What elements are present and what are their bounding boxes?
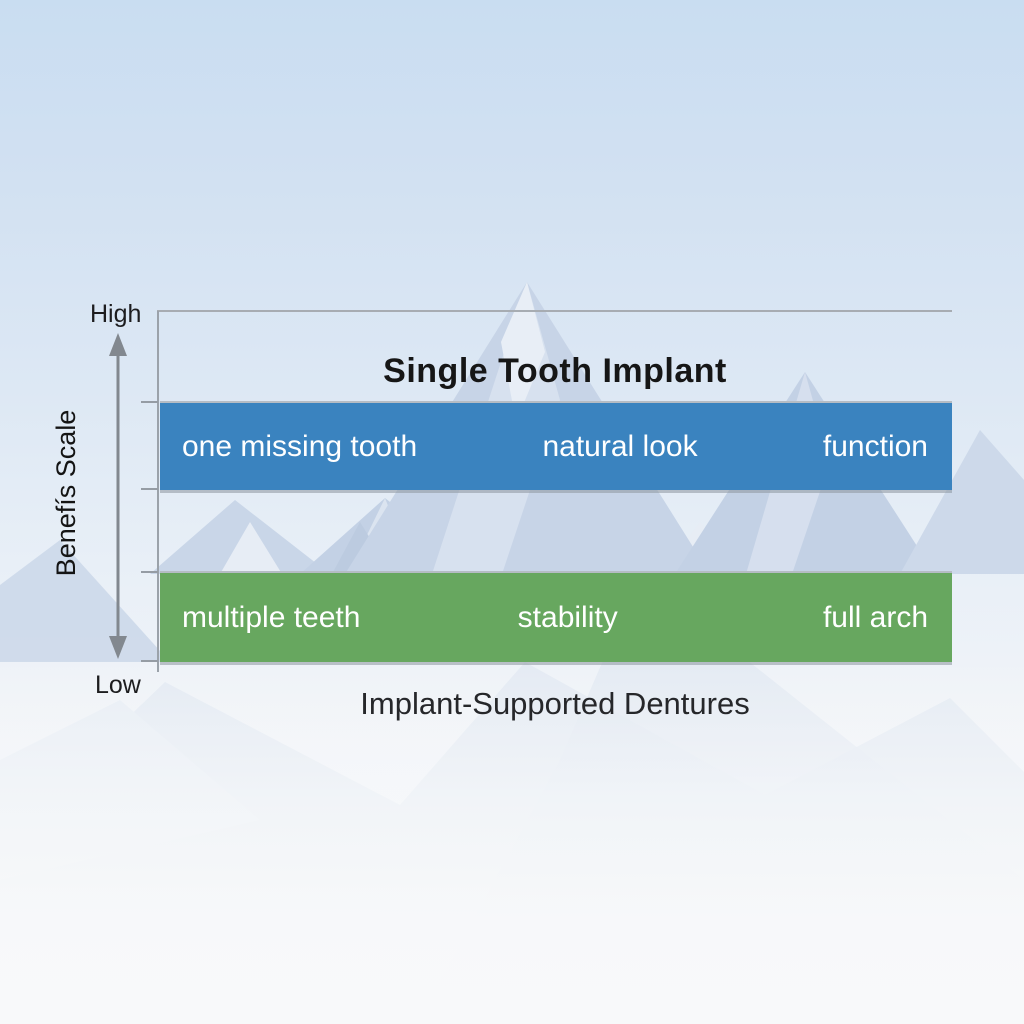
bar-label: one missing tooth (182, 429, 418, 463)
bar-label: stability (517, 600, 618, 634)
y-axis-line (157, 311, 159, 672)
bar-label: multiple teeth (182, 600, 361, 634)
axis-tick (141, 401, 158, 403)
axis-tick (141, 488, 158, 490)
y-axis-low-label: Low (95, 671, 141, 699)
axis-top-line (157, 310, 952, 312)
y-axis-scale-label: Benefís Scale (51, 409, 81, 577)
bottom-series-title: Implant-Supported Dentures (360, 686, 750, 721)
implant-supported-dentures-bar: multiple teeth stability full arch (160, 571, 952, 662)
mist-fade-overlay (0, 658, 1024, 1024)
single-tooth-implant-bar: one missing tooth natural look function (160, 401, 952, 490)
bar-label: natural look (542, 429, 698, 463)
bar-label: full arch (822, 600, 928, 634)
bar-label: function (822, 429, 928, 463)
axis-tick (141, 660, 158, 662)
top-series-title: Single Tooth Implant (383, 352, 727, 390)
axis-tick (141, 571, 158, 573)
y-axis-high-label: High (90, 300, 142, 328)
double-arrow-icon (109, 333, 127, 659)
